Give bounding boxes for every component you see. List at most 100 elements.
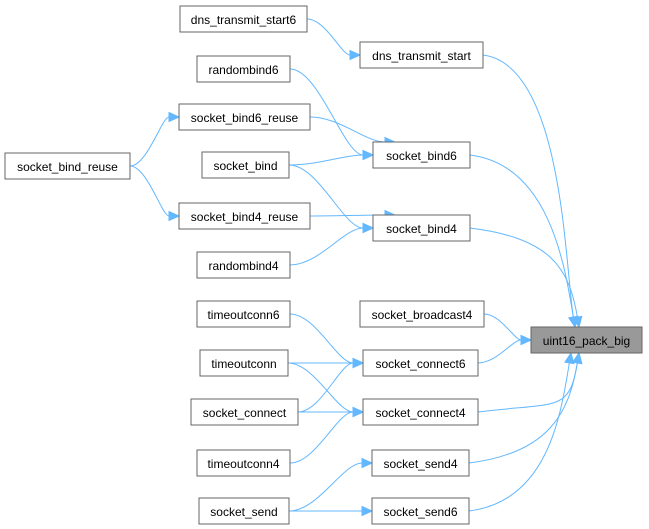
node-label: socket_send6	[383, 505, 457, 519]
edge-socket_bind4-to-uint16_pack_big	[469, 227, 583, 329]
edge-line	[482, 54, 574, 318]
edge-socket_bind-to-socket_bind6	[288, 149, 375, 166]
node-box	[178, 103, 311, 131]
node-box	[371, 449, 470, 477]
node-box	[359, 300, 485, 328]
edge-dns_transmit_start6-to-dns_transmit_start	[306, 18, 362, 61]
arrowhead-icon	[362, 149, 375, 161]
node-box	[362, 398, 479, 426]
edge-line	[469, 154, 574, 318]
edge-socket_connect6-to-uint16_pack_big	[477, 334, 533, 364]
edge-line	[129, 116, 170, 167]
edge-line	[289, 411, 354, 464]
node-label: dns_transmit_start6	[191, 13, 297, 27]
arrowhead-icon	[168, 210, 181, 222]
node-label: socket_bind	[213, 159, 277, 173]
node-label: socket_connect	[203, 406, 287, 420]
node-socket-send4[interactable]: socket_send4	[371, 449, 470, 477]
node-socket-connect[interactable]: socket_connect	[190, 398, 299, 426]
edge-timeoutconn6-to-socket_connect6	[289, 313, 365, 369]
node-randombind6[interactable]: randombind6	[196, 55, 291, 83]
edge-line	[468, 362, 570, 512]
edge-line	[483, 313, 522, 341]
node-layer: dns_transmit_start6 dns_transmit_startran…	[4, 5, 643, 525]
edge-socket_connect-to-socket_connect6	[297, 357, 365, 413]
edge-randombind4-to-socket_bind4	[289, 222, 375, 266]
edge-line	[288, 462, 363, 512]
node-socket-send[interactable]: socket_send	[198, 497, 290, 525]
node-label: timeoutconn6	[207, 308, 279, 322]
node-box	[190, 398, 299, 426]
node-socket-connect4[interactable]: socket_connect4	[362, 398, 479, 426]
node-socket-bind[interactable]: socket_bind	[201, 151, 290, 179]
node-socket-bind4[interactable]: socket_bind4	[372, 214, 471, 242]
node-box	[199, 349, 289, 377]
node-box	[196, 449, 291, 477]
edge-timeoutconn4-to-socket_connect4	[289, 406, 365, 464]
node-label: socket_send	[210, 505, 277, 519]
node-box	[362, 349, 479, 377]
node-label: socket_bind4_reuse	[191, 210, 299, 224]
node-timeoutconn4[interactable]: timeoutconn4	[196, 449, 291, 477]
edge-socket_bind_reuse-to-socket_bind6_reuse	[129, 111, 181, 167]
arrowhead-icon	[361, 505, 374, 517]
node-box	[198, 497, 290, 525]
node-label: timeoutconn	[211, 357, 276, 371]
edge-line	[309, 116, 386, 143]
node-box	[201, 151, 290, 179]
arrowhead-icon	[572, 351, 583, 365]
node-randombind4[interactable]: randombind4	[196, 251, 291, 279]
node-label: uint16_pack_big	[543, 334, 630, 348]
node-dns-transmit-start[interactable]: dns_transmit_start	[359, 41, 484, 69]
node-box	[530, 326, 643, 354]
edge-line	[289, 313, 354, 364]
edge-line	[288, 154, 364, 166]
node-socket-bind6-reuse[interactable]: socket_bind6_reuse	[178, 103, 311, 131]
node-label: randombind6	[208, 63, 278, 77]
arrowhead-icon	[520, 334, 533, 346]
node-socket-broadcast4[interactable]: socket_broadcast4	[359, 300, 485, 328]
node-timeoutconn[interactable]: timeoutconn	[199, 349, 289, 377]
node-label: socket_connect6	[375, 357, 465, 371]
edge-line	[288, 164, 364, 229]
edge-line	[297, 362, 354, 413]
edge-socket_send6-to-uint16_pack_big	[468, 351, 575, 512]
node-label: dns_transmit_start	[372, 49, 471, 63]
node-socket-bind4-reuse[interactable]: socket_bind4_reuse	[178, 202, 311, 230]
node-socket-bind-reuse[interactable]: socket_bind_reuse	[4, 152, 131, 180]
node-label: socket_connect4	[375, 406, 465, 420]
edge-line	[289, 68, 364, 156]
arrowhead-icon	[352, 406, 365, 418]
node-socket-send6[interactable]: socket_send6	[371, 497, 470, 525]
edge-socket_send4-to-uint16_pack_big	[468, 351, 583, 464]
node-label: socket_send4	[383, 457, 457, 471]
node-uint16-pack-big[interactable]: uint16_pack_big	[530, 326, 643, 354]
node-label: timeoutconn4	[207, 457, 279, 471]
edge-line	[287, 362, 354, 413]
node-socket-bind6[interactable]: socket_bind6	[372, 141, 471, 169]
node-label: socket_bind4	[386, 222, 457, 236]
node-label: socket_broadcast4	[372, 308, 473, 322]
arrowhead-icon	[572, 315, 583, 329]
node-label: socket_bind6_reuse	[191, 111, 299, 125]
arrowhead-icon	[362, 222, 375, 234]
node-box	[4, 152, 131, 180]
node-timeoutconn6[interactable]: timeoutconn6	[196, 300, 291, 328]
edge-line	[129, 165, 170, 217]
node-label: socket_bind6	[386, 149, 457, 163]
node-box	[196, 300, 291, 328]
arrowhead-icon	[352, 357, 365, 369]
edge-line	[469, 227, 578, 318]
node-label: randombind4	[208, 259, 278, 273]
node-box	[359, 41, 484, 69]
node-dns-transmit-start6[interactable]: dns_transmit_start6	[179, 5, 308, 33]
edge-socket_bind_reuse-to-socket_bind4_reuse	[129, 165, 181, 222]
node-socket-connect6[interactable]: socket_connect6	[362, 349, 479, 377]
node-label: socket_bind_reuse	[17, 160, 118, 174]
arrowhead-icon	[564, 351, 575, 365]
node-box	[196, 251, 291, 279]
edge-socket_send-to-socket_send4	[288, 457, 374, 512]
edge-line	[468, 362, 578, 464]
node-box	[372, 214, 471, 242]
